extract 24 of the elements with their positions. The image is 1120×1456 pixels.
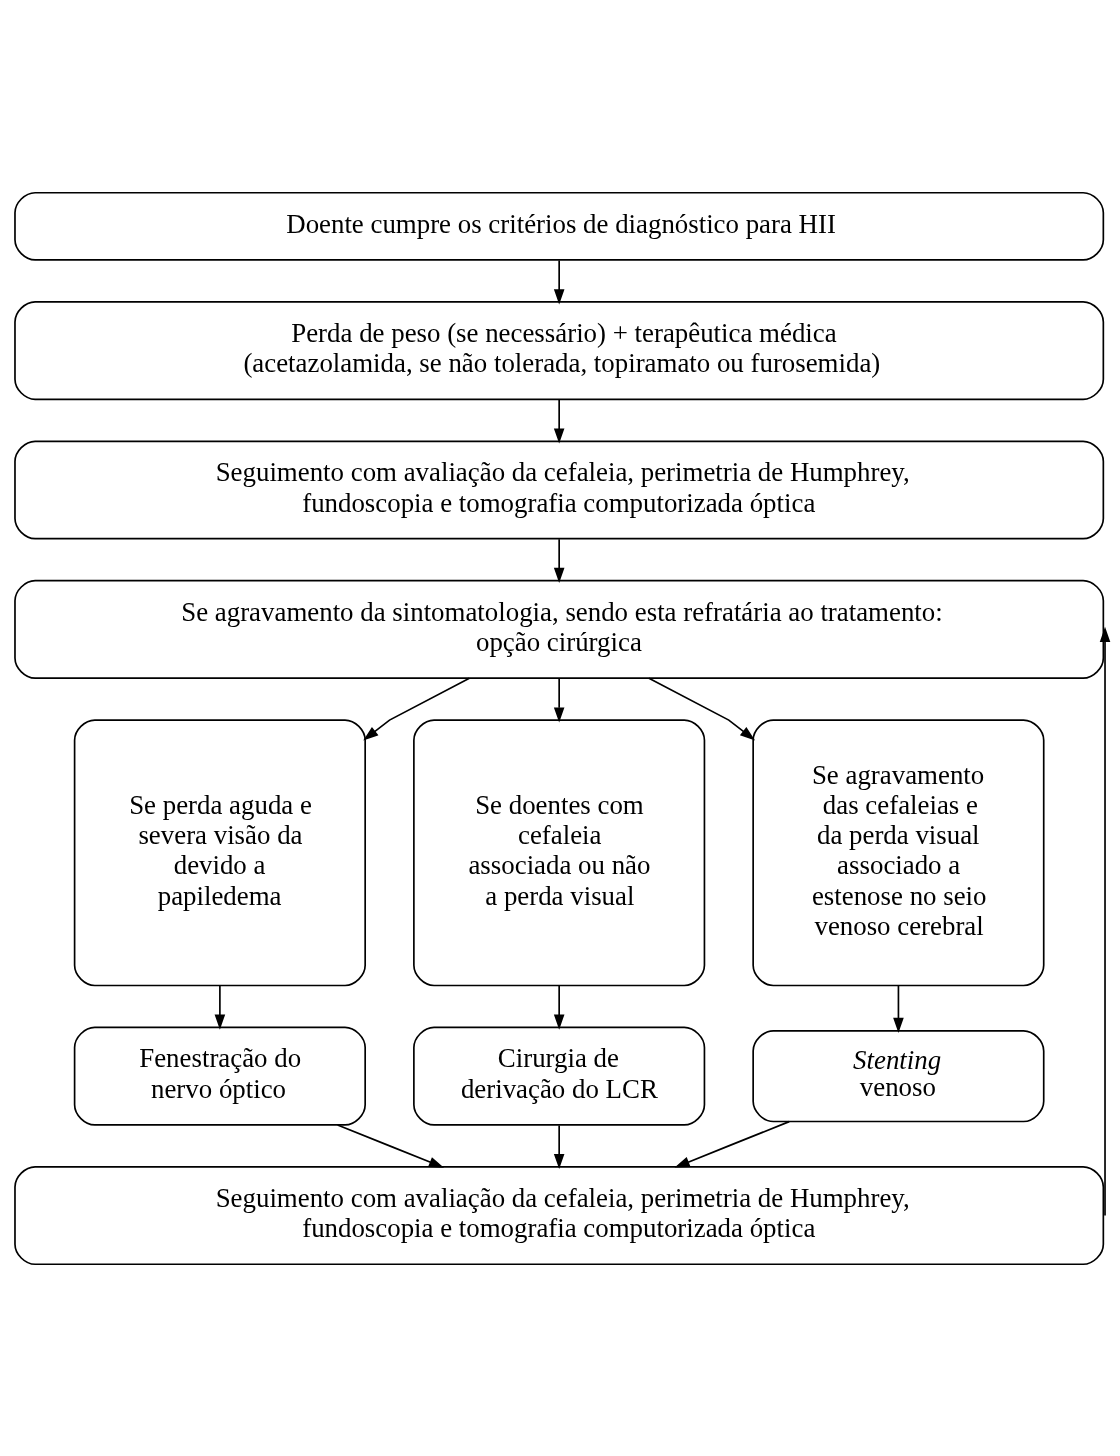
node-box: Stenting venoso — [752, 1029, 1045, 1122]
node-box: Se perda aguda e severa visão da devido a papiledema — [73, 718, 366, 986]
arrow — [214, 984, 226, 1030]
node-box: Fenestração do nervo óptico — [73, 1026, 366, 1126]
node-box: Doente cumpre os critérios de diagnóstico para HII — [14, 191, 1105, 261]
node-box: Se agravamento da sintomatologia, sendo esta refratária ao tratamento: opção cirúrgica — [14, 579, 1105, 679]
arrow — [553, 537, 565, 583]
arrow — [648, 676, 756, 740]
arrow — [553, 984, 565, 1030]
arrow — [363, 676, 471, 740]
arrow — [553, 676, 565, 723]
arrow — [674, 1120, 791, 1168]
arrow — [336, 1123, 444, 1168]
arrow — [553, 259, 565, 304]
node-box: Seguimento com avaliação da cefaleia, perimetria de Humphrey, fundoscopia e tomografia computorizada óptica — [14, 439, 1105, 540]
arrow — [1099, 626, 1111, 1216]
node-box: Se doentes com cefaleia associada ou não a perda visual — [413, 718, 706, 986]
arrow — [553, 398, 565, 444]
node-box: Se agravamento das cefaleias e da perda visual associado a estenose no seio venoso cerebral — [752, 718, 1045, 986]
node-box: Cirurgia de derivação do LCR — [413, 1026, 706, 1126]
arrow — [553, 1124, 565, 1169]
node-box: Perda de peso (se necessário) + terapêutica médica (acetazolamida, se não tolerada, topiramato ou furosemida) — [14, 300, 1105, 400]
node-box: Seguimento com avaliação da cefaleia, perimetria de Humphrey, fundoscopia e tomografia computorizada óptica — [14, 1165, 1105, 1265]
arrow — [893, 984, 904, 1033]
